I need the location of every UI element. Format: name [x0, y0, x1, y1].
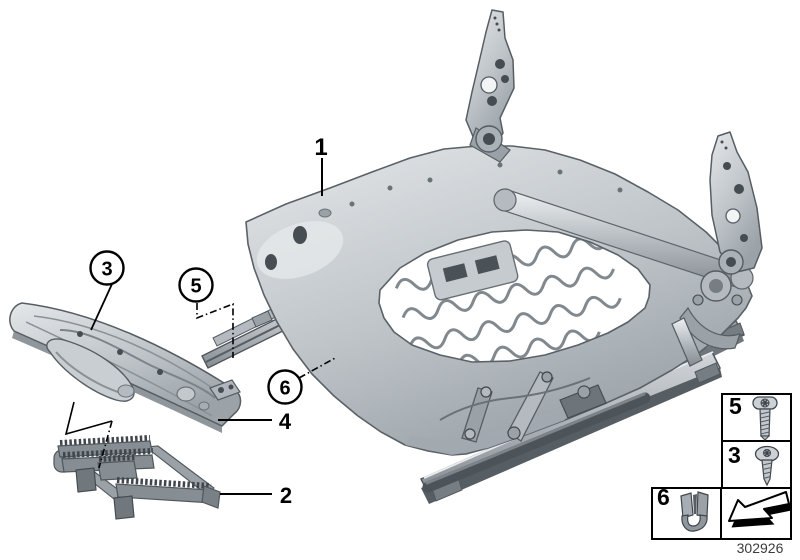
- legend-screw-3-label: 3: [728, 442, 741, 468]
- callout-1[interactable]: 1: [314, 134, 327, 161]
- callout-5-label[interactable]: 5: [190, 276, 201, 298]
- legend-screw-5-label: 5: [729, 393, 742, 419]
- torx-tapping-screw-icon: [754, 445, 780, 487]
- spring-mounting-plate: [426, 240, 519, 301]
- callout-4[interactable]: 4: [279, 409, 292, 434]
- legend-cell-clip-6[interactable]: 6: [657, 484, 709, 532]
- callout-5[interactable]: 5: [178, 267, 214, 303]
- backrest-bracket-right: [709, 131, 763, 275]
- callout-2[interactable]: 2: [280, 483, 292, 508]
- legend-cell-direction: [728, 491, 792, 528]
- callout-6-label[interactable]: 6: [279, 378, 290, 400]
- legend-cell-screw-3[interactable]: 3: [728, 442, 780, 487]
- seat-frame: [245, 145, 753, 456]
- sheet-metal-clip-icon: [680, 491, 709, 532]
- legend-clip-6-label: 6: [657, 484, 670, 510]
- seat-trough-carrier: [53, 435, 221, 520]
- callout-3[interactable]: 3: [89, 250, 125, 286]
- direction-of-travel-arrow-icon: [728, 491, 792, 528]
- recliner-mechanism: [671, 270, 743, 367]
- backrest-bracket-left: [465, 9, 515, 163]
- callout-4-label[interactable]: 4: [279, 409, 292, 434]
- seat-rail-front-right: [419, 351, 722, 504]
- legend-cell-screw-5[interactable]: 5: [729, 393, 778, 441]
- leader-lines: [64, 158, 338, 495]
- torx-pan-head-screw-icon: [752, 396, 778, 441]
- figure-number: 302926: [737, 540, 784, 556]
- callout-3-label[interactable]: 3: [101, 259, 112, 281]
- callout-2-label[interactable]: 2: [280, 483, 292, 508]
- callout-6[interactable]: 6: [267, 369, 303, 405]
- seat-pan: [9, 302, 242, 433]
- seat-lift-linkage: [439, 371, 607, 443]
- callout-1-label[interactable]: 1: [314, 134, 327, 161]
- legend: 5 3: [651, 393, 792, 540]
- release-handle: [46, 338, 135, 402]
